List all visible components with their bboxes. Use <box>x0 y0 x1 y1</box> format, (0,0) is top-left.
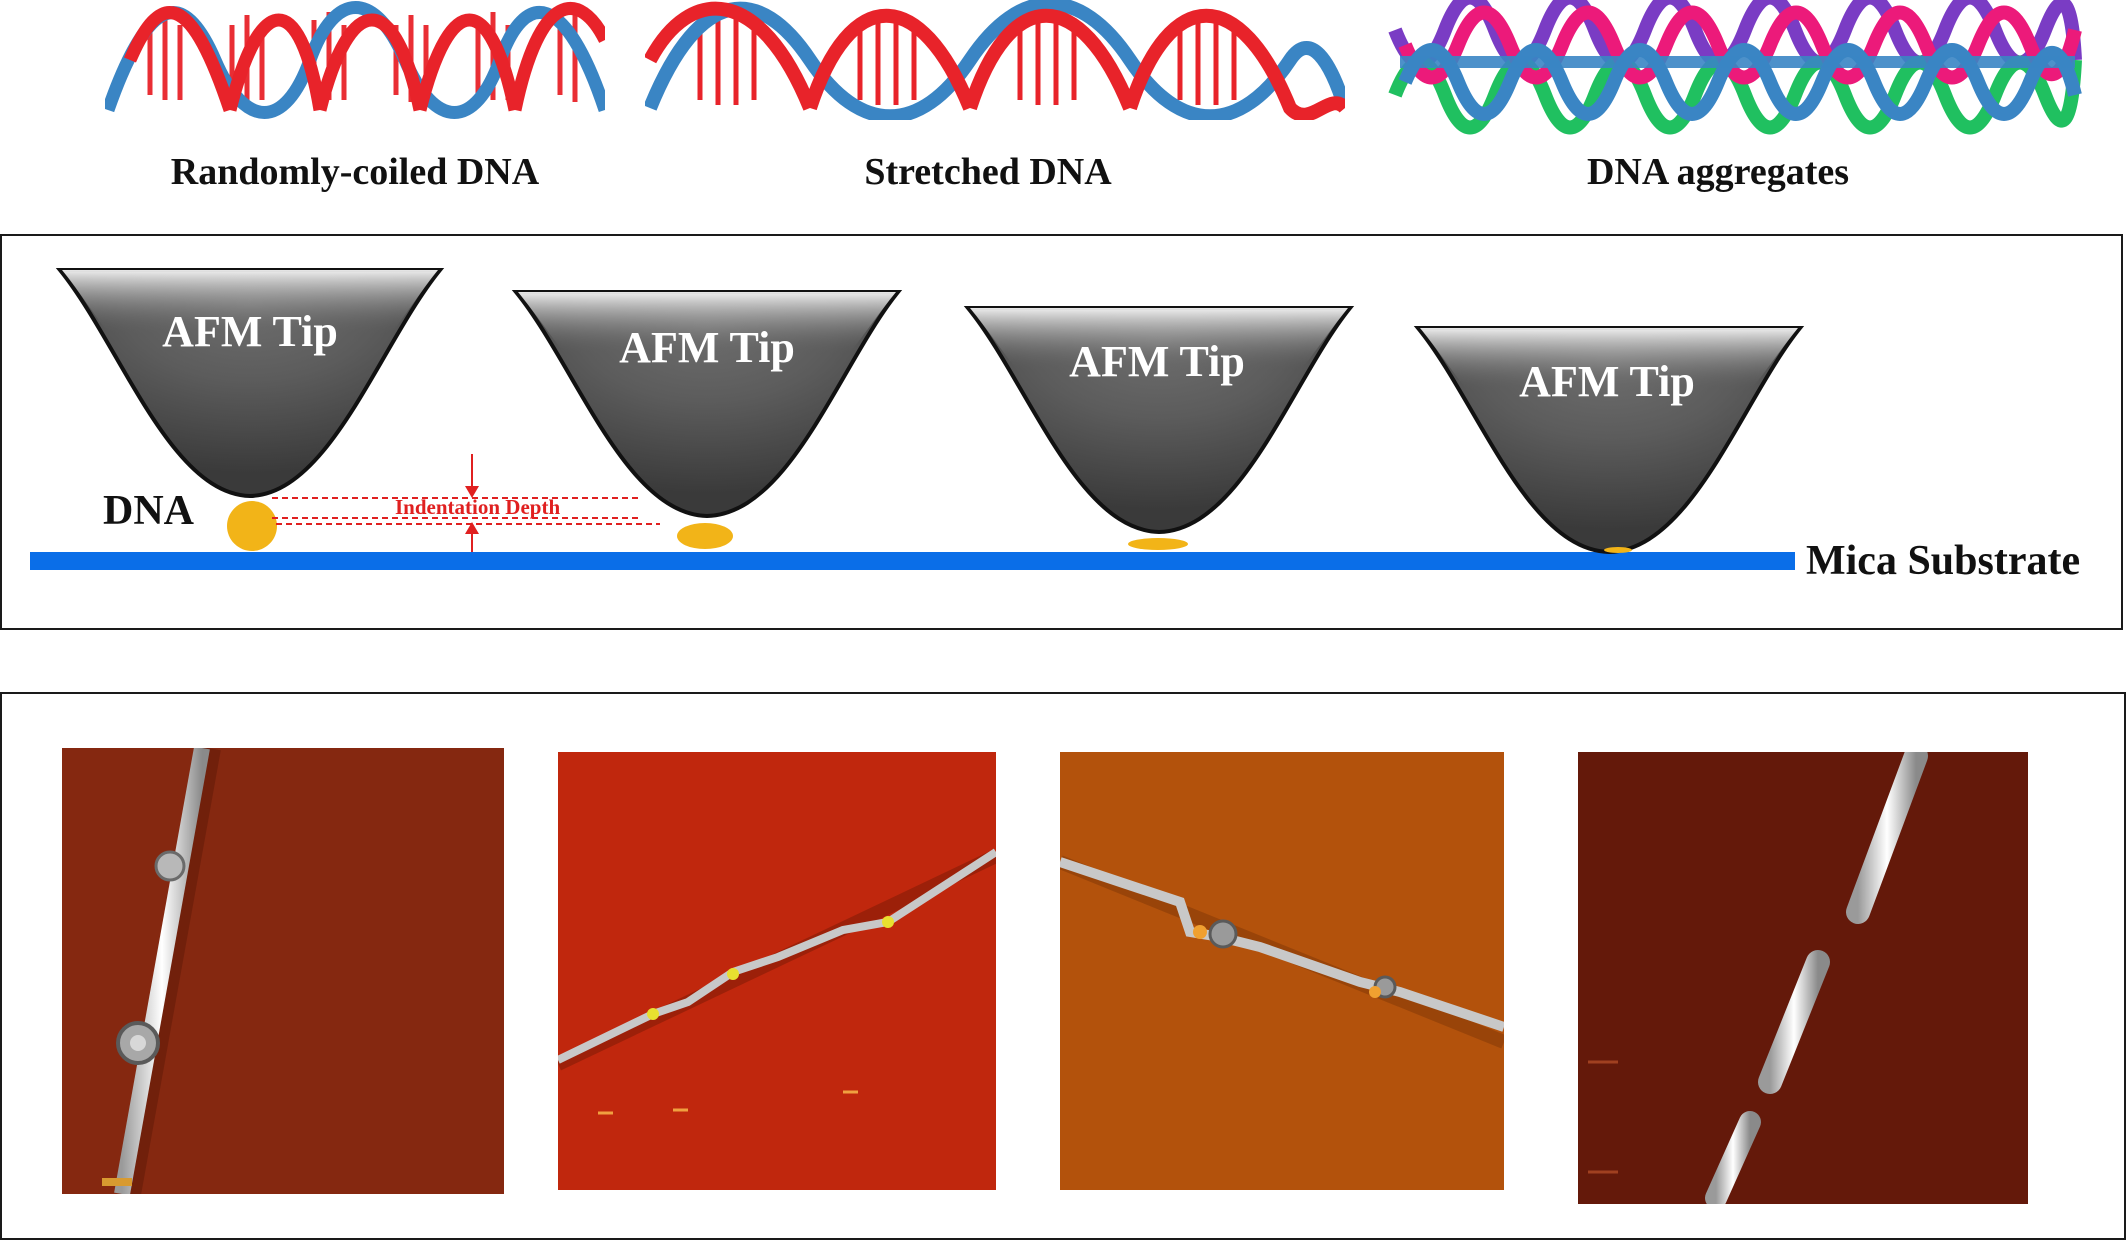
indentation-depth-label: Indentation Depth <box>395 495 560 519</box>
dna-compressed-1 <box>677 523 733 549</box>
dna-aggregates-illustration <box>1388 0 2082 135</box>
indentation-depth-annotation: Indentation Depth <box>272 454 660 552</box>
afm-tip-4: AFM Tip <box>1413 326 1805 555</box>
afm-tip-1-label: AFM Tip <box>162 307 338 356</box>
afm-tip-1: AFM Tip <box>55 268 445 499</box>
dna-flattened <box>1604 547 1632 553</box>
afm-tip-2: AFM Tip <box>511 290 903 519</box>
dna-sphere <box>227 501 277 551</box>
afm-tip-4-label: AFM Tip <box>1519 357 1695 406</box>
afm-indentation-panel <box>0 234 2123 630</box>
mica-substrate <box>30 552 1795 570</box>
dna-compressed-2 <box>1128 538 1188 550</box>
randomly-coiled-dna-label: Randomly-coiled DNA <box>170 151 540 193</box>
partially-stretched-dna-afm-image <box>1060 752 1504 1190</box>
dna-label: DNA <box>103 488 195 534</box>
afm-tip-3: AFM Tip <box>963 306 1355 535</box>
afm-indentation-schematic: AFM Tip Indentation Depth AFM Tip AFM Ti… <box>30 268 2080 584</box>
dna-helix-illustrations <box>105 0 2082 135</box>
fragmented-dna-afm-image <box>1578 752 2028 1204</box>
dna-aggregates-label: DNA aggregates <box>1586 151 1850 193</box>
afm-tip-3-label: AFM Tip <box>1069 337 1245 386</box>
coiled-dna-afm-image <box>62 748 504 1194</box>
stretched-dna-afm-image <box>558 752 996 1190</box>
afm-images-panel <box>0 692 2126 1240</box>
randomly-coiled-dna-helix <box>105 1 605 119</box>
stretched-dna-label: Stretched DNA <box>864 151 1112 193</box>
stretched-dna-helix <box>645 0 1345 120</box>
mica-substrate-label: Mica Substrate <box>1806 538 2080 584</box>
afm-tip-2-label: AFM Tip <box>619 323 795 372</box>
